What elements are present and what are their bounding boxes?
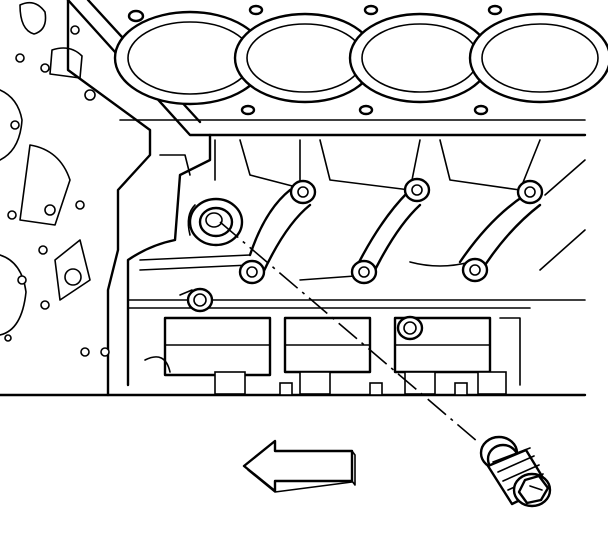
installation-line	[219, 221, 479, 443]
lifter-valley	[239, 139, 586, 282]
direction-arrow-icon	[242, 439, 356, 493]
bearing-bulkheads	[144, 316, 521, 396]
cylinder-deck	[66, 0, 608, 137]
cylinder-bore-4	[468, 12, 608, 104]
oil-gallery-bosses	[179, 287, 424, 341]
lifter-bosses	[238, 177, 544, 285]
oil-gallery-plug-icon	[479, 435, 552, 508]
oil-gallery-port	[187, 197, 244, 247]
block-end-face	[0, 0, 152, 397]
